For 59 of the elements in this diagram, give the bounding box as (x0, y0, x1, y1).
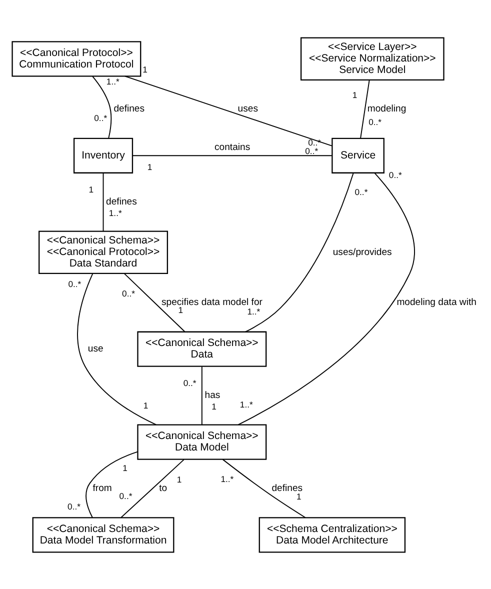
label: 1 (296, 491, 302, 502)
label: 0..* (68, 278, 82, 289)
connector (201, 366, 202, 424)
label: 0..* (305, 145, 318, 156)
edge-label: use (88, 343, 104, 354)
edge-label: defines (272, 482, 303, 494)
node-box: <<Canonical Schema>> Data Model (137, 424, 267, 460)
connector (124, 272, 186, 332)
edge-label: defines (106, 196, 137, 207)
edge-label: uses (238, 103, 258, 114)
label: 1..* (108, 207, 122, 218)
connector (244, 172, 354, 332)
connector (92, 75, 112, 138)
node-box: <<Canonical Schema>> Data (137, 330, 267, 366)
label: 1 (176, 474, 182, 484)
label: 1 (147, 161, 152, 172)
label: 1 (212, 400, 216, 411)
label: 1 (143, 400, 148, 410)
node-box: Inventory (73, 137, 134, 173)
connector (238, 172, 415, 425)
label: 1..* (247, 306, 260, 316)
connector (120, 458, 184, 518)
edge-label: modeling (367, 103, 406, 114)
label: 0..* (183, 378, 196, 388)
node-box: Service (332, 137, 384, 173)
label: 0..* (122, 288, 135, 298)
label: 1..* (240, 398, 253, 409)
label: 0..* (68, 501, 80, 512)
connector (132, 154, 332, 156)
edge-label: uses/provides (332, 246, 392, 258)
connector (360, 79, 370, 138)
edge-label: to (159, 482, 168, 494)
label: 0..* (388, 170, 402, 180)
edge-label: has (204, 389, 220, 400)
node-box: <<Canonical Schema>> <<Canonical Protocol>> Data Standard (38, 230, 168, 274)
node-box: <<Schema Centralization>> Data Model Architecture (258, 516, 406, 552)
label: 1..* (220, 474, 234, 484)
label: 1..* (106, 76, 120, 86)
connector (102, 172, 104, 232)
edge-label: contains (214, 141, 250, 152)
label: 0..* (368, 116, 382, 127)
node-box: <<Canonical Schema>> Data Model Transformation (32, 516, 174, 552)
edge-label: from (92, 482, 112, 494)
edge-label: modeling data with (396, 296, 476, 308)
label: 0..* (119, 490, 132, 500)
connector (86, 450, 138, 518)
node-box: <<Canonical Protocol>> Communication Protocol (12, 40, 142, 76)
label: 1 (88, 184, 94, 194)
label: 1 (142, 64, 148, 74)
node-box: <<Service Layer>> <<Service Normalization>> Service Model (300, 36, 444, 80)
label: 0..* (308, 137, 322, 148)
label: 0..* (354, 186, 368, 196)
label: 0..* (94, 112, 108, 122)
connector (77, 272, 157, 425)
connector (222, 458, 306, 518)
edge-label: defines (114, 103, 145, 114)
label: 1 (122, 462, 128, 472)
label: 1 (352, 89, 358, 100)
connector (124, 75, 332, 146)
